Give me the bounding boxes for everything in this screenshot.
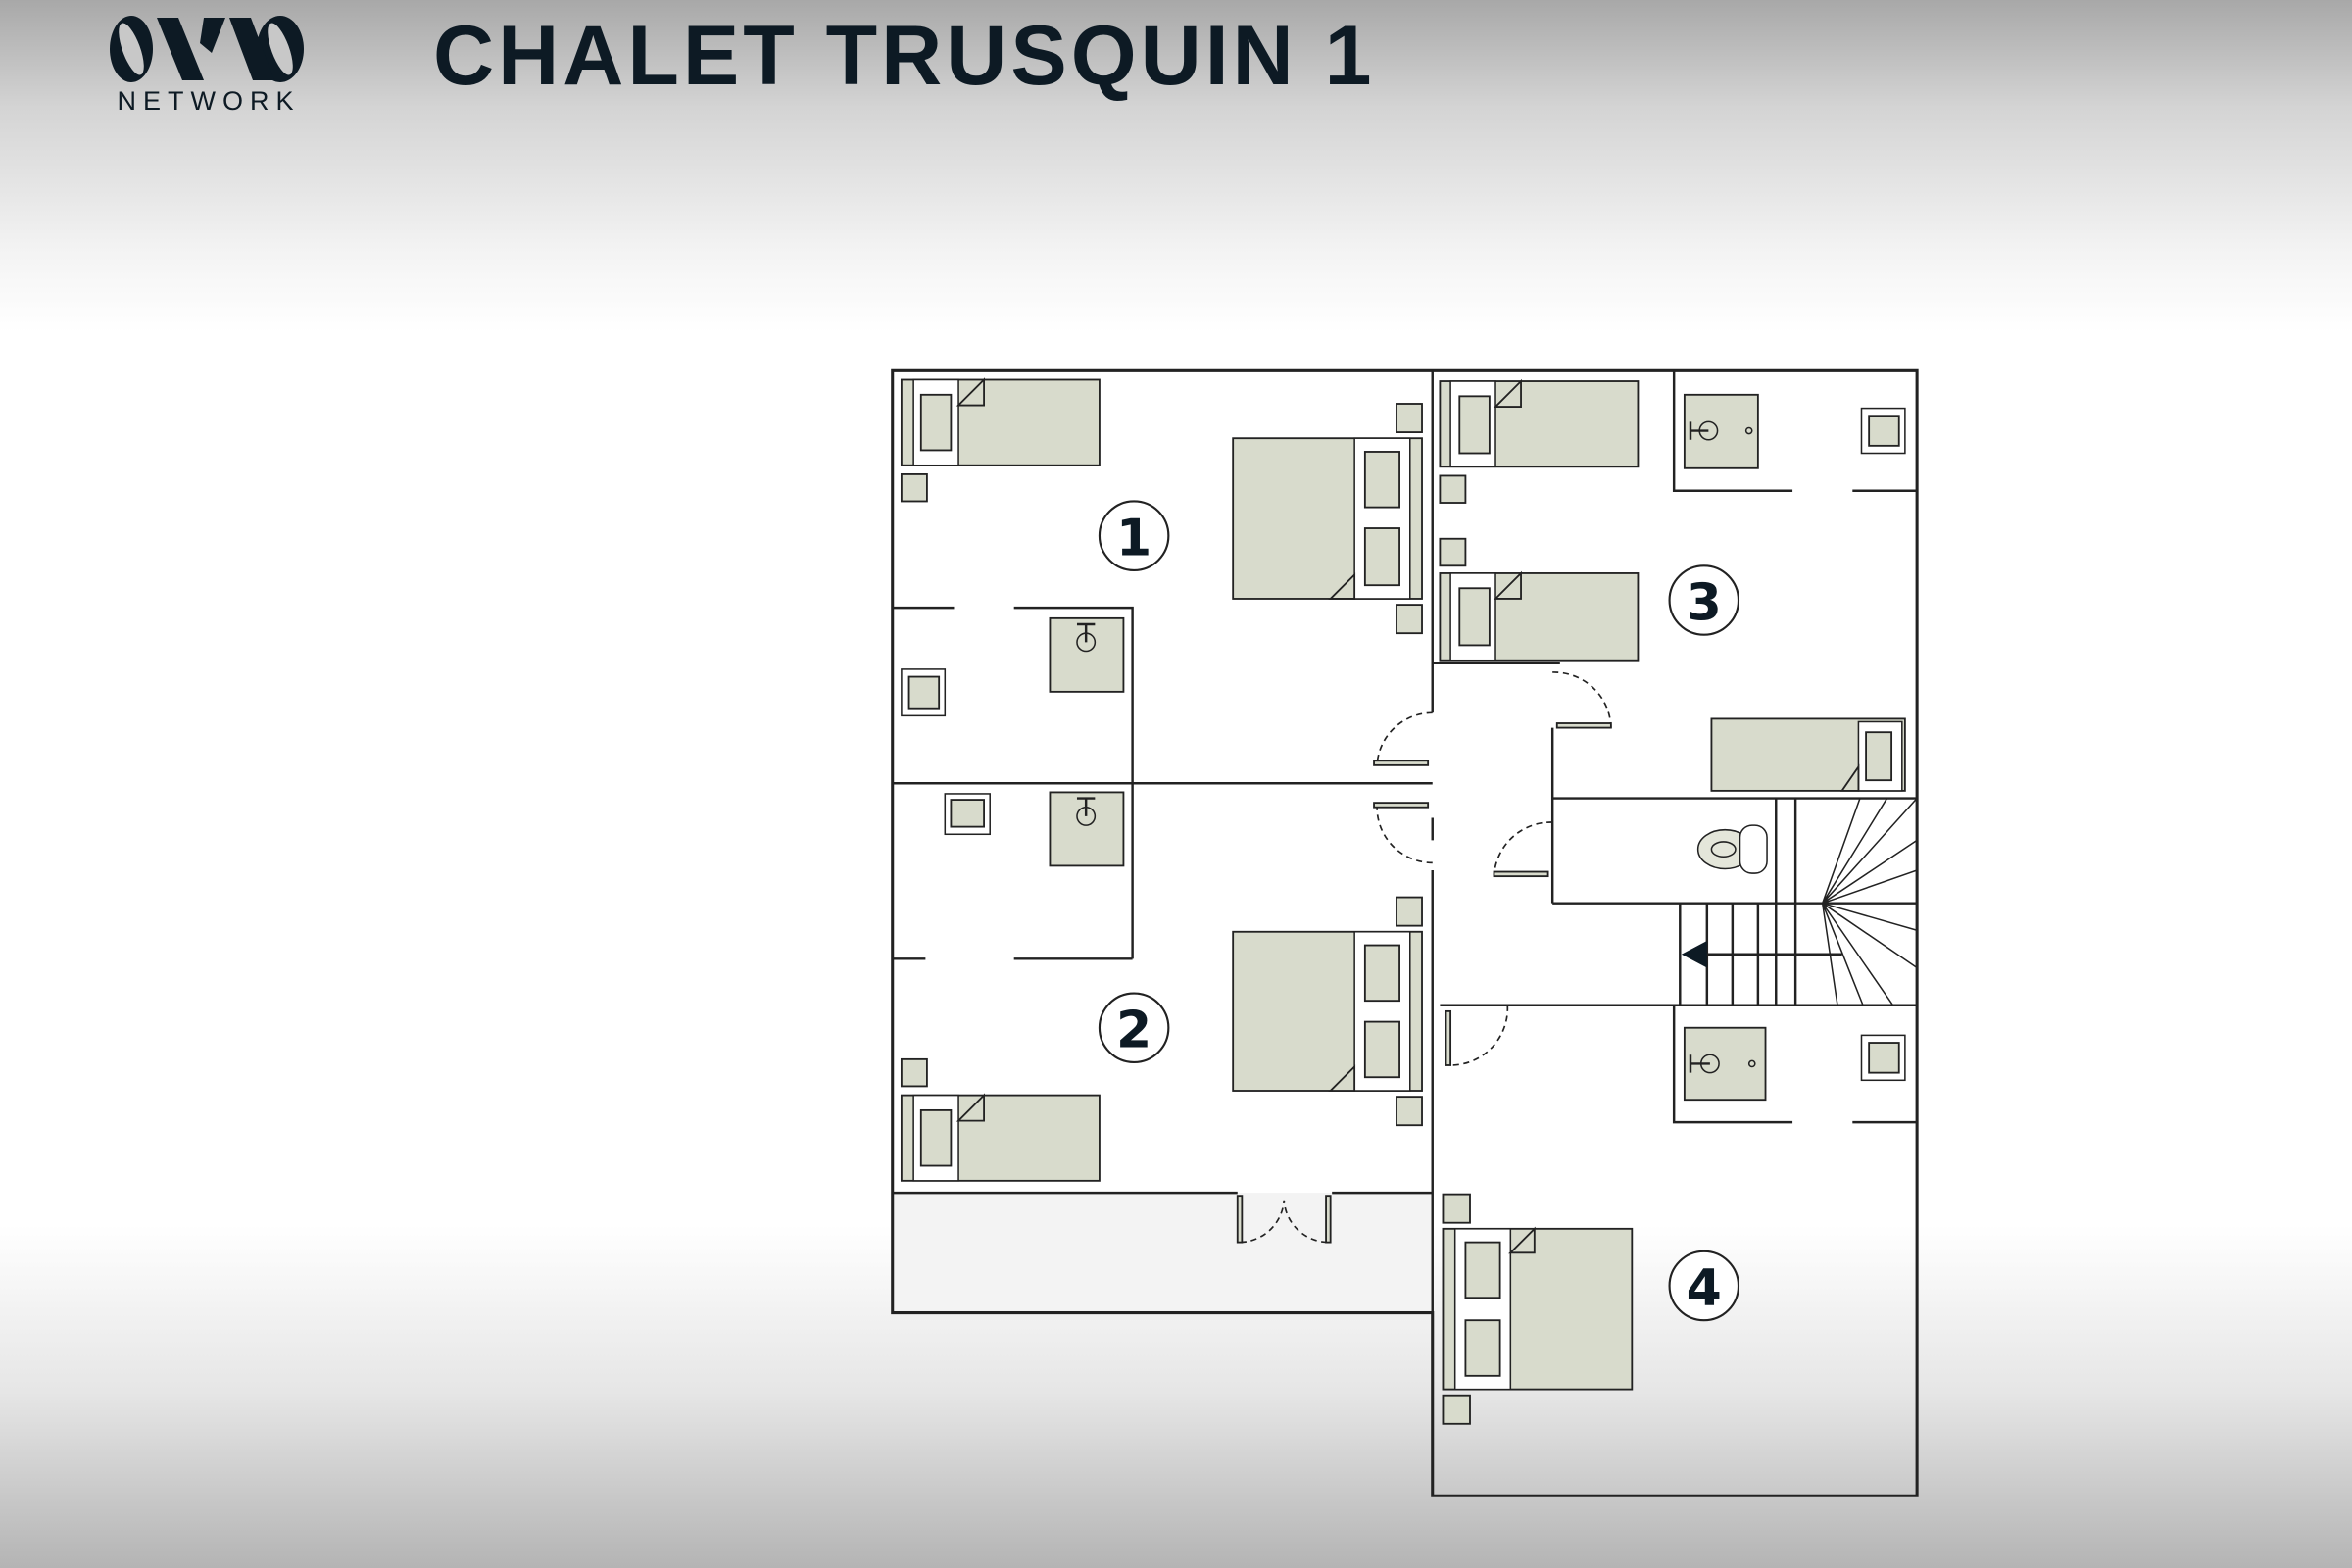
toilet [1696, 824, 1768, 874]
balcony [892, 1193, 1433, 1313]
room-label-2: 2 [1098, 992, 1170, 1063]
single-bed [1439, 378, 1640, 468]
nightstand [1442, 1394, 1471, 1425]
logo-mark-icon [110, 16, 304, 82]
room-label-4: 4 [1668, 1250, 1740, 1322]
single-bed [1710, 717, 1906, 792]
svg-text:4: 4 [1687, 1259, 1722, 1318]
svg-text:2: 2 [1116, 1002, 1152, 1060]
svg-text:3: 3 [1687, 573, 1722, 632]
single-bed [1439, 570, 1640, 662]
nightstand [1439, 537, 1467, 567]
double-bed [1232, 930, 1423, 1092]
double-bed [1232, 437, 1423, 600]
single-bed [900, 377, 1101, 466]
nightstand [1396, 604, 1423, 635]
room-label-1: 1 [1098, 500, 1170, 571]
nightstand [900, 473, 928, 503]
doors[interactable] [1236, 671, 1612, 1244]
nightstand [1442, 1193, 1471, 1224]
nightstand [1439, 474, 1467, 504]
single-bed [900, 1093, 1101, 1182]
staircase [1679, 798, 1918, 1006]
room-1-furniture [900, 377, 1423, 717]
arrow-left-icon [1681, 940, 1707, 968]
logo-text: NETWORK [117, 86, 301, 116]
room-3-furniture [1439, 378, 1906, 874]
room-2-furniture [900, 791, 1423, 1182]
nightstand [1396, 1096, 1423, 1127]
page-title: CHALET TRUSQUIN 1 [433, 9, 1376, 103]
nightstand [900, 1057, 928, 1088]
svg-text:1: 1 [1116, 510, 1152, 568]
brand-logo[interactable]: NETWORK [102, 14, 316, 117]
double-bed [1442, 1226, 1634, 1391]
nightstand [1396, 896, 1423, 927]
nightstand [1396, 403, 1423, 433]
room-label-3: 3 [1668, 564, 1740, 636]
room-4-furniture [1442, 1026, 1906, 1425]
